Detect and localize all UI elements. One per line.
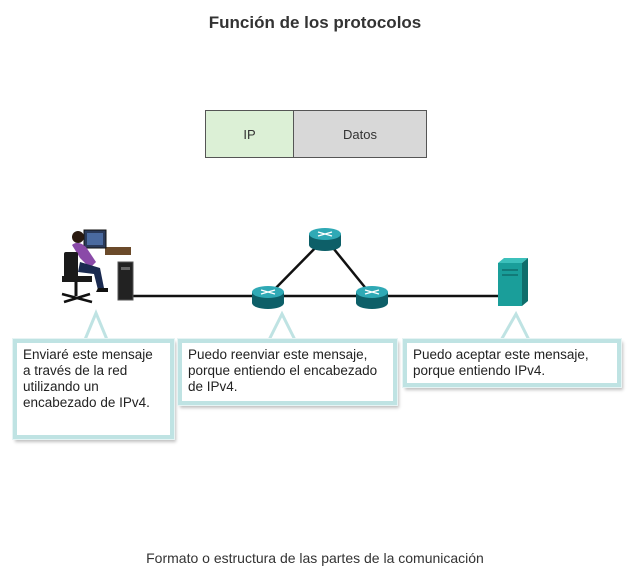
router-callout-pointer (265, 310, 299, 344)
server-callout-pointer (497, 310, 533, 344)
router-icon (309, 228, 341, 251)
server-callout: Puedo aceptar este mensaje, porque entie… (402, 338, 622, 388)
router-callout: Puedo reenviar este mensaje, porque enti… (177, 338, 398, 406)
server-icon (498, 258, 528, 306)
diagram-caption: Formato o estructura de las partes de la… (146, 550, 484, 566)
user-workstation-icon (61, 229, 134, 304)
callout-pointers (81, 309, 533, 344)
host-callout: Enviaré este mensaje a través de la red … (12, 338, 175, 440)
router-icon (356, 286, 388, 309)
packet-ip-field: IP (206, 111, 294, 157)
packet-data-field: Datos (294, 111, 426, 157)
router-icon (252, 286, 284, 309)
host-callout-pointer (81, 309, 111, 344)
ip-packet: IP Datos (205, 110, 427, 158)
diagram-title: Función de los protocolos (208, 13, 422, 32)
